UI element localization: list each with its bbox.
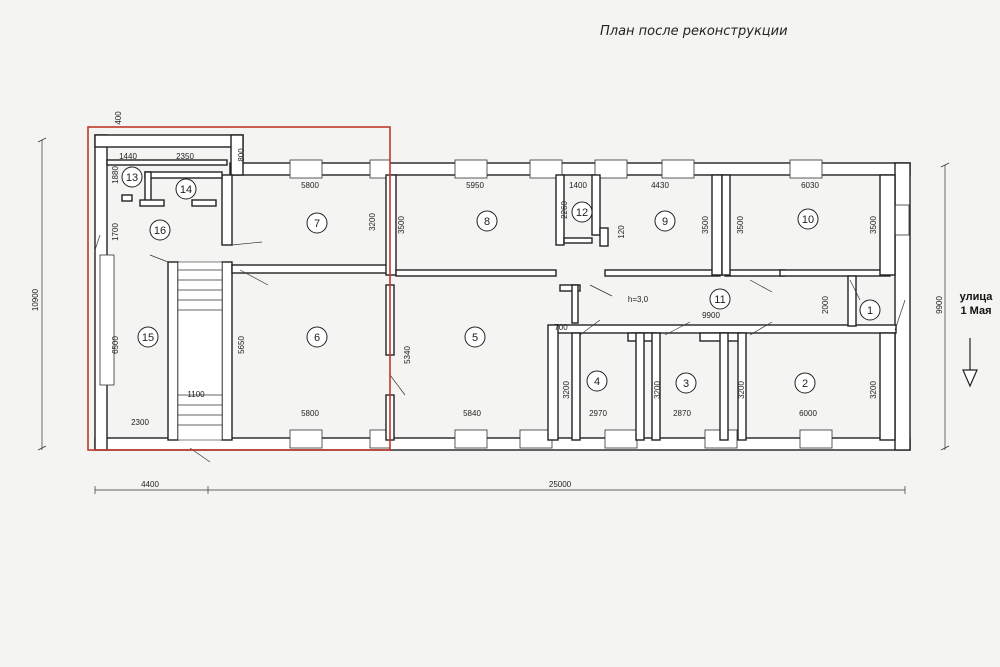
dim-1400: 1400 xyxy=(569,181,587,190)
dim-3500-room10a: 3500 xyxy=(736,216,745,234)
dim-3500-room10b: 3500 xyxy=(869,216,878,234)
ceiling-height-note: h=3,0 xyxy=(628,295,649,304)
dim-3500-room8: 3500 xyxy=(397,216,406,234)
dim-1100: 1100 xyxy=(187,390,205,399)
room-label-10: 10 xyxy=(797,208,819,230)
dim-2870: 2870 xyxy=(673,409,691,418)
room-dimensions: 1440 2350 800 400 5800 5950 1400 4430 60… xyxy=(111,111,878,427)
dim-total-height: 10900 xyxy=(31,288,40,311)
dim-5650: 5650 xyxy=(237,336,246,354)
room-label-12: 12 xyxy=(571,201,593,223)
dim-1880: 1880 xyxy=(111,166,120,184)
dim-3500-room9: 3500 xyxy=(701,216,710,234)
dim-6000: 6000 xyxy=(799,409,817,418)
room-label-16: 16 xyxy=(149,219,171,241)
room-number-15: 15 xyxy=(142,332,154,344)
dim-2260: 2260 xyxy=(560,201,569,219)
dim-5340: 5340 xyxy=(403,346,412,364)
dim-9900-corridor: 9900 xyxy=(702,311,720,320)
room-labels: 1 2 3 4 5 6 7 8 9 10 11 12 13 14 15 16 xyxy=(121,166,881,394)
room-label-5: 5 xyxy=(464,326,486,348)
dim-6030: 6030 xyxy=(801,181,819,190)
dim-6500: 6500 xyxy=(111,336,120,354)
room-label-13: 13 xyxy=(121,166,143,188)
plan-title: План после реконструкции xyxy=(600,24,788,39)
street-direction-arrow-icon xyxy=(962,338,978,388)
room-number-13: 13 xyxy=(126,172,138,184)
room-label-6: 6 xyxy=(306,326,328,348)
dim-2000: 2000 xyxy=(821,296,830,314)
dim-3200-room4: 3200 xyxy=(562,381,571,399)
dim-2300: 2300 xyxy=(131,418,149,427)
room-number-12: 12 xyxy=(576,207,588,219)
room-label-15: 15 xyxy=(137,326,159,348)
room-number-6: 6 xyxy=(314,332,320,344)
room-label-4: 4 xyxy=(586,370,608,392)
room-number-4: 4 xyxy=(594,376,600,388)
room-label-1: 1 xyxy=(859,299,881,321)
room-label-11: 11 xyxy=(709,288,731,310)
room-label-14: 14 xyxy=(175,178,197,200)
room-label-8: 8 xyxy=(476,210,498,232)
dim-800: 800 xyxy=(237,148,246,162)
dim-700: 700 xyxy=(554,323,568,332)
room-number-5: 5 xyxy=(472,332,478,344)
room-number-2: 2 xyxy=(802,378,808,390)
dim-5950: 5950 xyxy=(466,181,484,190)
dim-1440: 1440 xyxy=(119,152,137,161)
room-label-3: 3 xyxy=(675,372,697,394)
room-number-3: 3 xyxy=(683,378,689,390)
dim-1700: 1700 xyxy=(111,223,120,241)
dim-5800-bottom: 5800 xyxy=(301,409,319,418)
room-number-9: 9 xyxy=(662,216,668,228)
room-number-16: 16 xyxy=(154,225,166,237)
dim-left-width: 4400 xyxy=(141,480,159,489)
overall-dimensions: 10900 9900 4400 25000 xyxy=(31,137,950,494)
reconstruction-highlight xyxy=(87,126,391,451)
dim-2970: 2970 xyxy=(589,409,607,418)
dim-3200-room2b: 3200 xyxy=(869,381,878,399)
windows xyxy=(99,159,910,449)
room-label-7: 7 xyxy=(306,212,328,234)
room-label-9: 9 xyxy=(654,210,676,232)
room-number-8: 8 xyxy=(484,216,490,228)
dim-3200-room3: 3200 xyxy=(653,381,662,399)
dim-5800-top: 5800 xyxy=(301,181,319,190)
room-number-7: 7 xyxy=(314,218,320,230)
dim-total-width: 25000 xyxy=(549,480,572,489)
dim-5840: 5840 xyxy=(463,409,481,418)
room-number-10: 10 xyxy=(802,214,814,226)
room-number-1: 1 xyxy=(867,305,873,317)
dim-right-height: 9900 xyxy=(935,296,944,314)
staircase xyxy=(177,261,223,441)
interior-walls xyxy=(94,159,906,463)
dim-3200-room2a: 3200 xyxy=(737,381,746,399)
dim-4430: 4430 xyxy=(651,181,669,190)
dim-2350: 2350 xyxy=(176,152,194,161)
dim-120: 120 xyxy=(617,225,626,239)
dim-3200-room7: 3200 xyxy=(368,213,377,231)
street-label: улица 1 Мая xyxy=(950,290,1000,318)
street-label-line1: улица xyxy=(959,291,993,303)
dim-400: 400 xyxy=(114,111,123,125)
room-number-11: 11 xyxy=(714,294,725,306)
room-number-14: 14 xyxy=(180,184,192,196)
street-label-line2: 1 Мая xyxy=(960,305,992,317)
room-label-2: 2 xyxy=(794,372,816,394)
